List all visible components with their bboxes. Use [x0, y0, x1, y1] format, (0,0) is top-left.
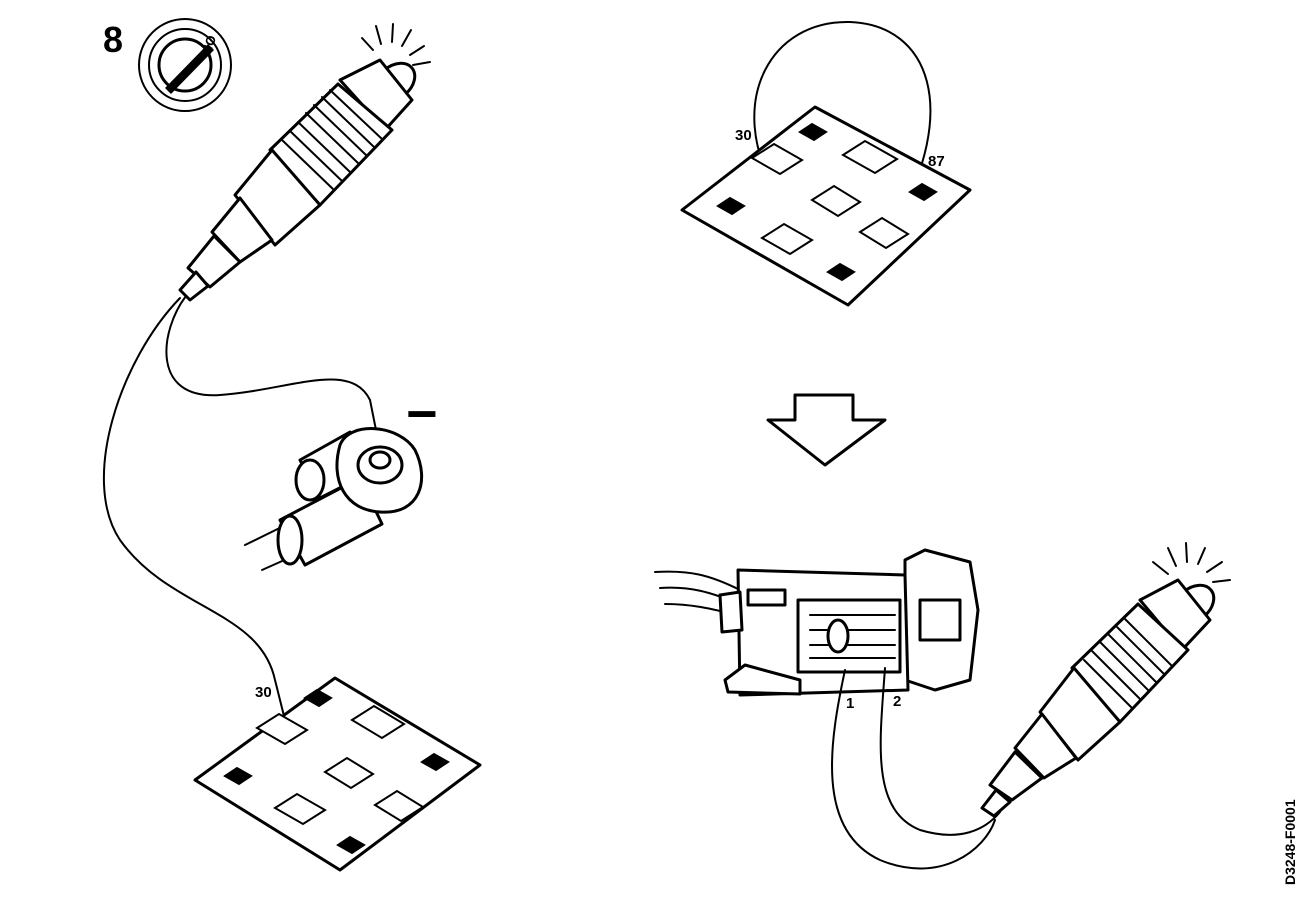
pin-1-label: 1	[846, 695, 854, 712]
lead-to-terminal-30	[102, 297, 291, 741]
test-lamp-left	[178, 23, 431, 302]
relay-base-left: 30	[193, 676, 482, 872]
step-number: 8	[103, 19, 123, 60]
ignition-switch-label: ON	[199, 33, 220, 56]
negative-symbol: −	[406, 384, 438, 444]
test-lamp-right	[980, 542, 1231, 818]
lead-to-ground	[165, 295, 379, 441]
terminal-30-label-right: 30	[735, 127, 752, 144]
terminal-30-label-left: 30	[255, 684, 272, 701]
pin-2-label: 2	[893, 693, 901, 710]
jumper-wire	[753, 20, 932, 226]
ground-terminal	[244, 427, 424, 571]
lead-to-pin-1	[831, 669, 996, 870]
lamp-glow-icon	[361, 23, 431, 66]
down-arrow-icon	[766, 393, 887, 467]
lamp-glow-icon	[1152, 542, 1231, 583]
terminal-87-label: 87	[928, 153, 945, 170]
lead-to-pin-2	[879, 667, 1001, 836]
reference-code: D3248-F0001	[1282, 799, 1298, 885]
relay-base-right: 30 87	[680, 20, 972, 307]
ignition-switch-icon: ON	[138, 18, 232, 112]
harness-connector: 1 2	[654, 548, 980, 712]
